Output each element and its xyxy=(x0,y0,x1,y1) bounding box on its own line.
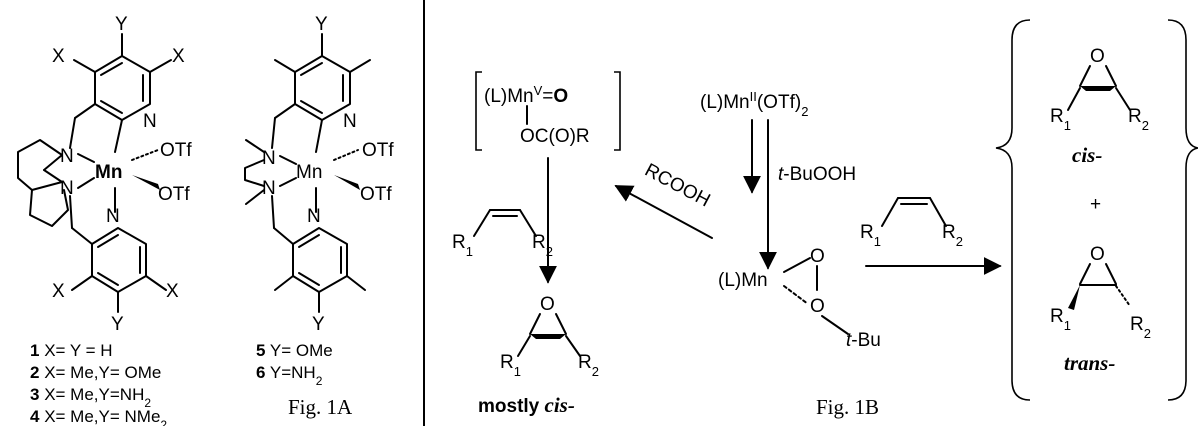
complex-1-structure: Y X X N N Mn OTf OTf N N X X Y xyxy=(17,14,192,335)
ligand-otf-1b: OTf xyxy=(158,184,190,205)
legend-complexes-1-4: 1 X= Y = H 2 X= Me,Y= OMe 3 X= Me,Y=NH2 … xyxy=(30,341,167,426)
legend-entry-2: 2 X= Me,Y= OMe xyxy=(30,363,161,382)
atom-y-top: Y xyxy=(115,14,128,35)
caption-fig-1a: Fig. 1A xyxy=(288,395,353,419)
legend-entry-6: 6 Y=NH2 xyxy=(256,363,323,388)
atom-n-py-bottom: N xyxy=(106,206,120,227)
mn-v-oxo-formula: (L)MnV=O xyxy=(484,83,568,108)
alkene-r2-right: R2 xyxy=(942,222,963,249)
legend-entry-3: 3 X= Me,Y=NH2 xyxy=(30,385,151,410)
atom-n-amine-top-2: N xyxy=(262,148,276,169)
epoxide-r1-left: R1 xyxy=(500,352,521,379)
ligand-otf-1a: OTf xyxy=(160,140,192,161)
atom-x-bottom-right: X xyxy=(166,281,179,302)
atom-y-bottom: Y xyxy=(111,314,124,335)
atom-mn-complex-1: Mn xyxy=(95,162,122,183)
label-mostly-cis: mostly cis- xyxy=(478,393,575,417)
alkylperoxo-metal: (L)Mn xyxy=(718,270,768,291)
ligand-otf-2a: OTf xyxy=(362,140,394,161)
legend-entry-1: 1 X= Y = H xyxy=(30,341,113,360)
epoxide-o-trans: O xyxy=(1090,244,1105,265)
atom-n-py-bottom-2: N xyxy=(307,206,321,227)
legend-complexes-5-6: 5 Y= OMe 6 Y=NH2 xyxy=(256,341,333,388)
plus-sign: + xyxy=(1090,194,1101,215)
atom-mn-complex-2: Mn xyxy=(296,162,322,183)
label-trans: trans- xyxy=(1064,351,1115,375)
brace-left xyxy=(995,19,1031,401)
atom-n-amine-bottom: N xyxy=(60,178,74,199)
epoxide-o-left: O xyxy=(540,294,555,315)
epoxide-r2-trans: R2 xyxy=(1130,314,1151,341)
atom-n-py-top: N xyxy=(143,111,157,132)
mn-v-oxo-intermediate: (L)MnV=O OC(O)R xyxy=(475,71,621,151)
bracket-left xyxy=(475,71,482,151)
peroxo-o2: O xyxy=(810,296,825,317)
atom-x-top-left: X xyxy=(52,46,65,67)
atom-y-bottom-2: Y xyxy=(312,314,325,335)
atom-x-bottom-left: X xyxy=(52,281,65,302)
epoxide-product-trans: O R1 R2 trans- xyxy=(1050,244,1151,375)
atom-n-py-top-2: N xyxy=(343,111,357,132)
epoxide-r1-cis: R1 xyxy=(1050,106,1071,133)
alkene-r1-right: R1 xyxy=(860,222,881,249)
legend-entry-5: 5 Y= OMe xyxy=(256,341,333,360)
epoxide-r2-left: R2 xyxy=(578,352,599,379)
alkene-substrate-left: R1 R2 xyxy=(452,209,553,259)
reagent-rcooh: RCOOH xyxy=(641,160,713,212)
legend-entry-4: 4 X= Me,Y= NMe2 xyxy=(30,407,167,426)
ligand-otf-2b: OTf xyxy=(360,184,392,205)
caption-fig-1b: Fig. 1B xyxy=(816,395,879,419)
carboxylate-ligand: OC(O)R xyxy=(520,126,590,147)
reagent-tbuooh: t-BuOOH xyxy=(778,164,856,185)
epoxide-r2-cis: R2 xyxy=(1128,106,1149,133)
arrow-rcooh xyxy=(614,185,713,239)
peroxo-o1: O xyxy=(810,246,825,267)
mn-ii-starting-complex: (L)MnII(OTf)2 xyxy=(700,89,808,119)
alkene-r1-left: R1 xyxy=(452,232,473,259)
epoxide-product-left: O R1 R2 mostly cis- xyxy=(478,294,599,417)
brace-right xyxy=(1167,19,1198,401)
atom-y-top-2: Y xyxy=(315,14,328,35)
complex-5-6-structure: Y N N Mn OTf OTf N N Y xyxy=(244,14,394,335)
epoxide-product-cis: O R1 R2 cis- xyxy=(1050,46,1149,167)
epoxide-r1-trans: R1 xyxy=(1050,306,1071,333)
alkene-r2-left: R2 xyxy=(532,232,553,259)
epoxide-o-cis: O xyxy=(1090,46,1105,67)
atom-n-amine-bottom-2: N xyxy=(262,178,276,199)
label-cis: cis- xyxy=(1072,143,1102,167)
alkene-substrate-right: R1 R2 xyxy=(860,197,963,249)
atom-x-top-right: X xyxy=(172,46,185,67)
mn-alkylperoxo-intermediate: (L)Mn O O t-Bu xyxy=(718,246,881,351)
tbu-group: t-Bu xyxy=(846,330,881,351)
atom-n-amine-top: N xyxy=(60,146,74,167)
bracket-right xyxy=(614,71,621,151)
